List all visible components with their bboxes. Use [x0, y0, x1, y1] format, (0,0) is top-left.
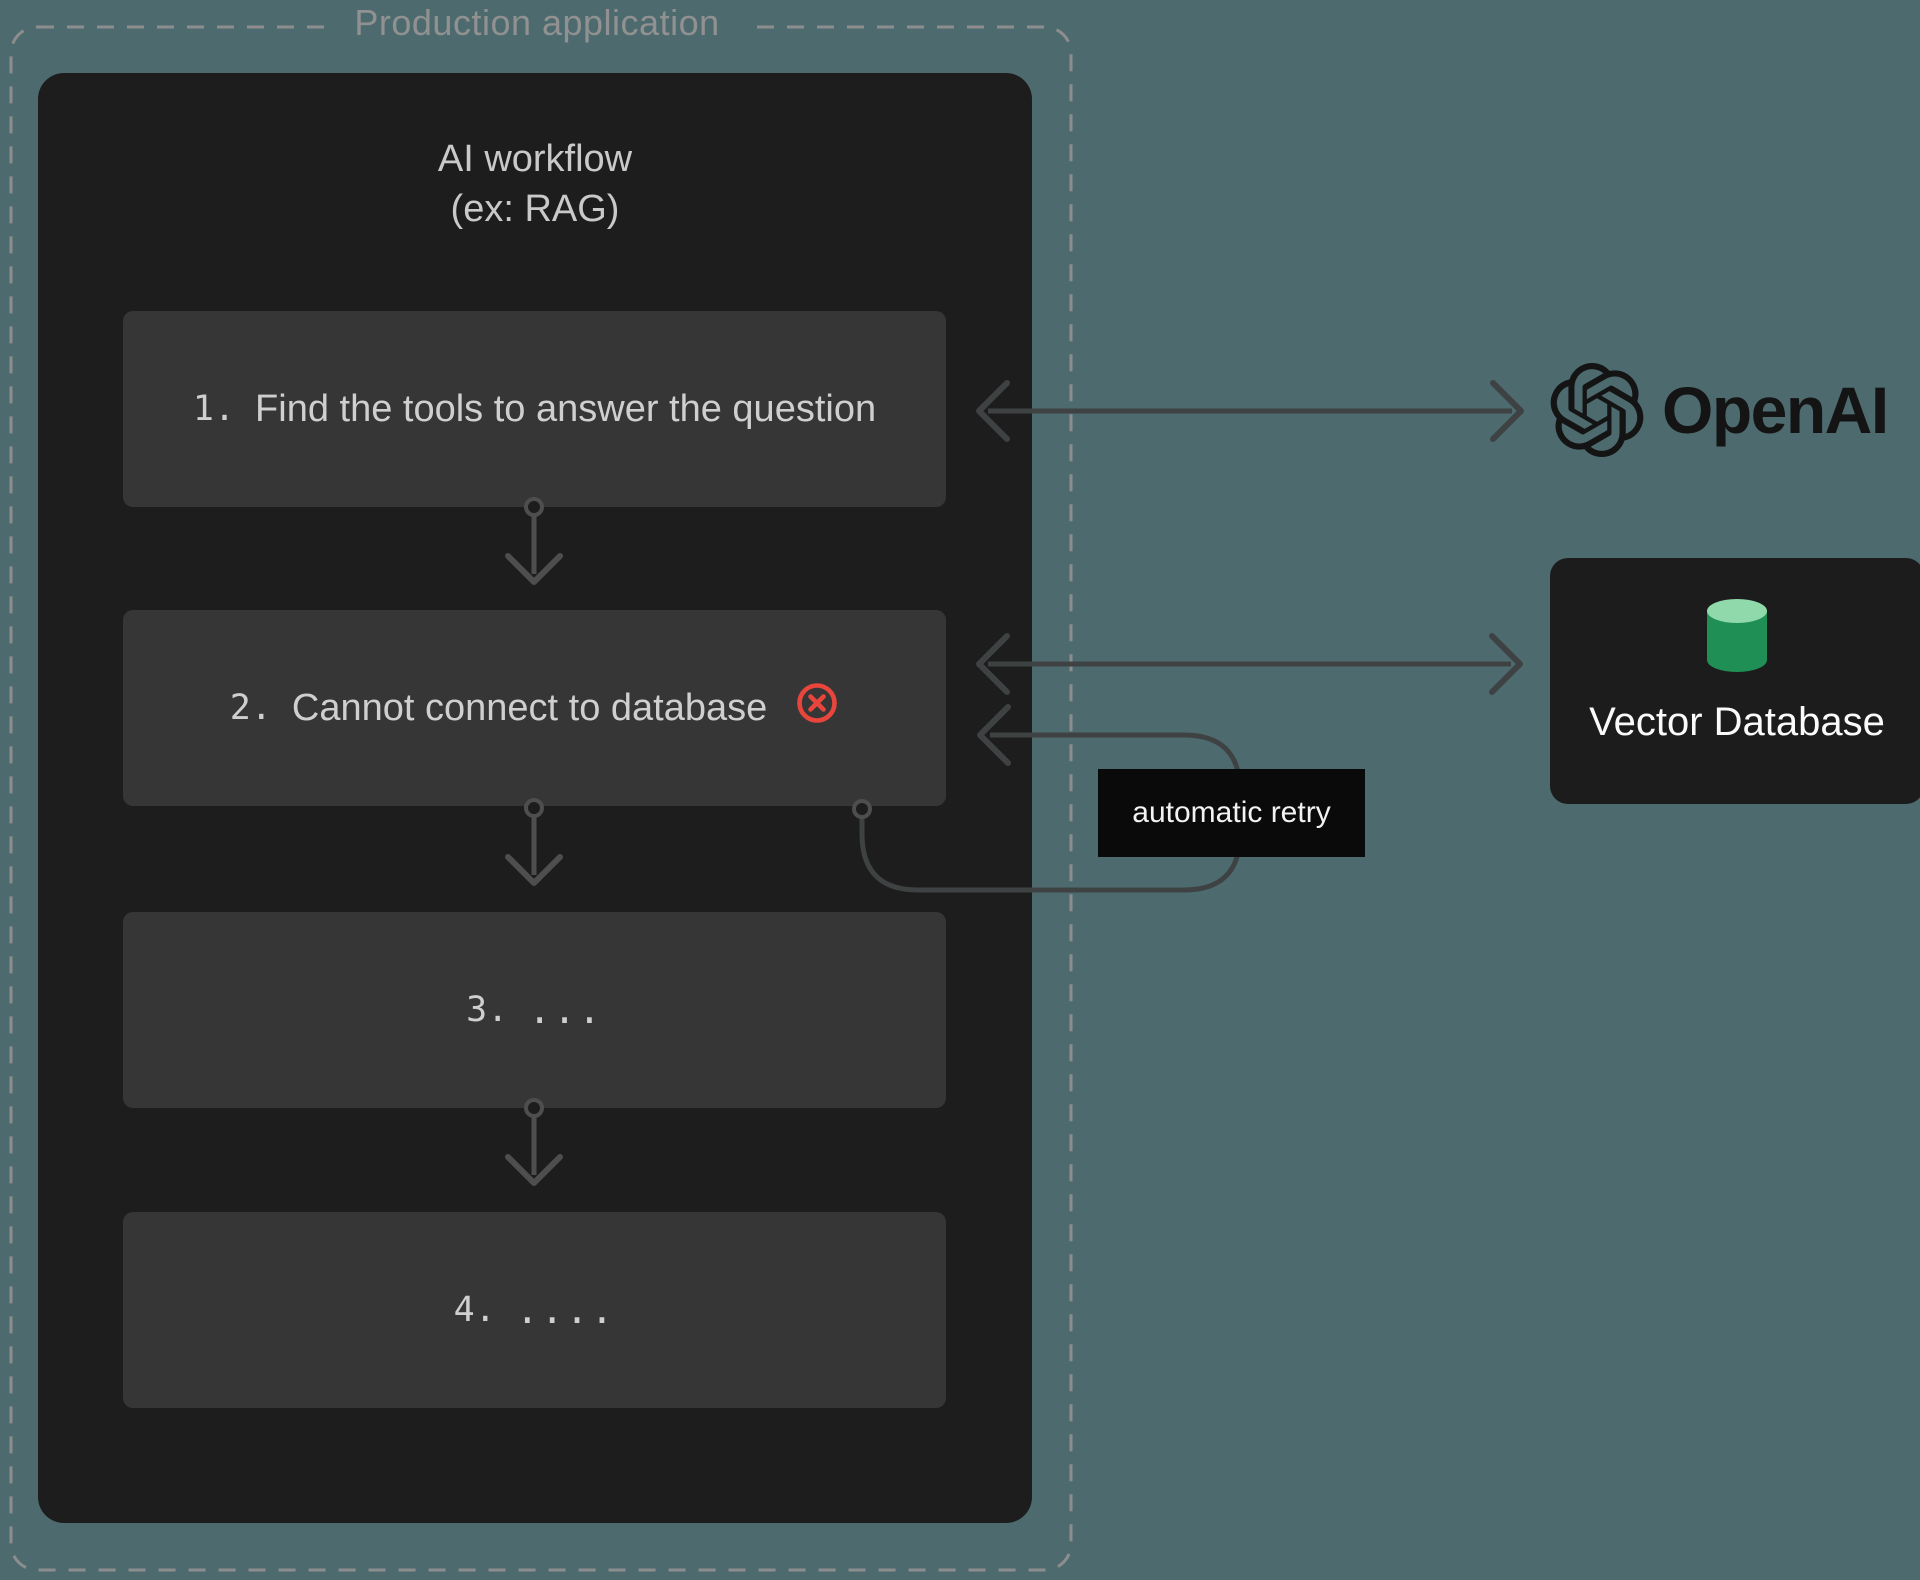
- workflow-title-line1: AI workflow: [437, 138, 633, 180]
- retry-label: automatic retry: [1098, 769, 1365, 857]
- workflow-step-1: 1. Find the tools to answer the question: [123, 311, 946, 507]
- workflow-step-3: 3. ...: [123, 912, 946, 1108]
- openai-icon: [1550, 362, 1644, 458]
- database-cylinder-icon: [1705, 598, 1769, 674]
- step-3-label: ...: [528, 988, 603, 1032]
- openai-arrow: [976, 380, 1524, 442]
- openai-wordmark: OpenAI: [1662, 373, 1889, 447]
- step-1-number: 1.: [192, 389, 236, 429]
- vectordb-arrow: [976, 633, 1523, 695]
- workflow-step-4: 4. ....: [123, 1212, 946, 1408]
- step-4-label: ....: [515, 1288, 616, 1332]
- workflow-title-line2: (ex: RAG): [450, 188, 620, 230]
- step-2-label: Cannot connect to database: [291, 686, 768, 729]
- openai-logo: OpenAI: [1550, 360, 1889, 460]
- error-icon: [795, 681, 839, 735]
- workflow-title: AI workflow (ex: RAG): [0, 134, 1070, 234]
- vectordb-card: Vector Database: [1550, 558, 1920, 804]
- step-2-number: 2.: [229, 688, 272, 728]
- step-4-number: 4.: [453, 1290, 496, 1330]
- step-1-label: Find the tools to answer the question: [255, 387, 877, 430]
- vectordb-label: Vector Database: [1589, 700, 1885, 744]
- step-3-number: 3.: [466, 990, 509, 1030]
- production-boundary-label: Production application: [326, 0, 748, 46]
- workflow-step-2: 2. Cannot connect to database: [123, 610, 946, 806]
